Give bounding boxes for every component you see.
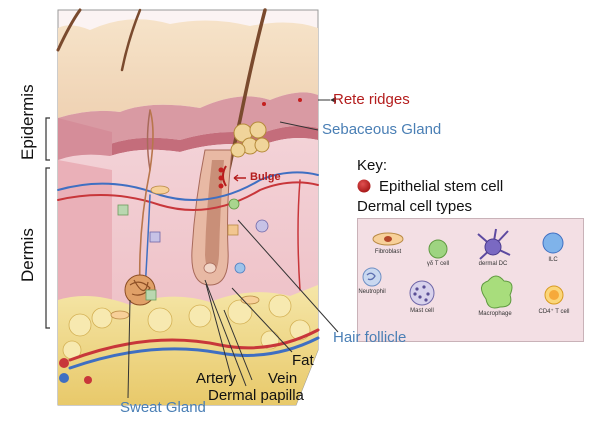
sebaceous-gland-label: Sebaceous Gland bbox=[322, 121, 442, 138]
sebaceous-gland bbox=[230, 121, 270, 158]
skin-surface bbox=[58, 19, 318, 119]
key-stem-cell-label: Epithelial stem cell bbox=[379, 178, 504, 195]
bulge-label: Bulge bbox=[250, 171, 281, 183]
rete-ridges-label: Rete ridges bbox=[333, 91, 410, 108]
dermal-papilla-label: Dermal papilla bbox=[208, 387, 304, 404]
leader-lines bbox=[127, 99, 339, 399]
artery-label: Artery bbox=[196, 370, 237, 387]
dermis-label: Dermis bbox=[18, 228, 37, 282]
key-neutrophil-label: Neutrophil bbox=[358, 289, 386, 295]
dermal-papilla bbox=[203, 262, 217, 274]
diagram-dermal-cells bbox=[110, 185, 269, 320]
key-macrophage-label: Macrophage bbox=[478, 311, 512, 317]
vessel-ends bbox=[59, 358, 92, 384]
sweat-gland-label: Sweat Gland bbox=[120, 399, 206, 416]
hair-follicle-label: Hair follicle bbox=[333, 329, 407, 346]
key-cell-illustrations bbox=[362, 228, 564, 309]
key-fibroblast-label: Fibroblast bbox=[374, 249, 402, 255]
epidermis-label: Epidermis bbox=[18, 84, 37, 160]
key-dermal-types-label: Dermal cell types bbox=[357, 198, 473, 215]
key-stem-cell-dot bbox=[357, 179, 371, 193]
key-gd-t-cell-label: γδ T cell bbox=[426, 261, 450, 267]
stem-cells-in-diagram bbox=[218, 98, 302, 189]
side-brackets bbox=[45, 117, 50, 329]
epidermis-layer bbox=[58, 92, 318, 148]
key-ilc-label: ILC bbox=[548, 257, 558, 263]
key-cd4-t-cell-label: CD4⁺ T cell bbox=[538, 309, 570, 315]
key-title: Key: bbox=[357, 157, 388, 174]
fat-label: Fat bbox=[292, 352, 314, 369]
key-dermal-dc-label: dermal DC bbox=[478, 261, 508, 267]
key-mast-cell-label: Mast cell bbox=[410, 308, 434, 314]
vein-label: Vein bbox=[268, 370, 298, 387]
bulge-bracket bbox=[222, 165, 227, 187]
key-cell-types-panel: Fibroblast γδ T cell dermal DC ILC Neutr… bbox=[357, 218, 584, 342]
bulge-arrow bbox=[233, 174, 246, 182]
blood-vessels bbox=[57, 109, 320, 370]
